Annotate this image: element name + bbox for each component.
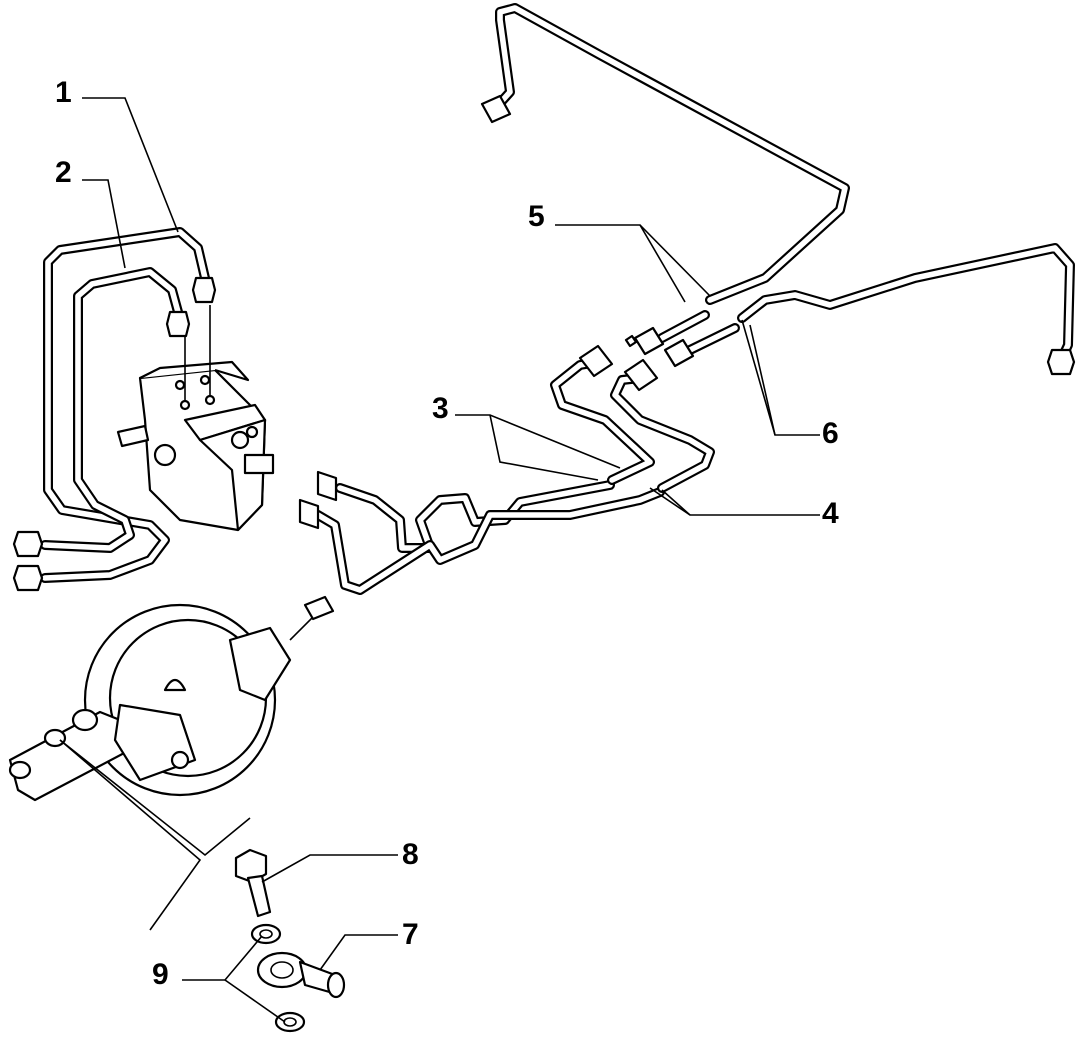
- callout-9: 9: [152, 958, 169, 991]
- leader-lines: [59, 97, 820, 1023]
- pipe-5: [487, 3, 850, 305]
- pipe-6: [737, 243, 1075, 363]
- callout-1: 1: [55, 76, 72, 109]
- callout-4: 4: [822, 497, 839, 530]
- pipe-stub-5: [624, 310, 710, 356]
- callout-6: 6: [822, 417, 839, 450]
- callout-8: 8: [402, 838, 419, 871]
- banjo-union: [256, 951, 346, 999]
- hydraulic-modulator: [116, 305, 275, 532]
- brake-booster: [83, 595, 335, 797]
- pipe-1: [40, 227, 210, 583]
- callout-3: 3: [432, 392, 449, 425]
- pipe-2: [40, 267, 183, 553]
- callout-2: 2: [55, 156, 72, 189]
- pipe-nuts: [12, 94, 1076, 592]
- pipe-3: [335, 357, 655, 553]
- callout-5: 5: [528, 200, 545, 233]
- banjo-bolt: [234, 848, 272, 918]
- callout-7: 7: [402, 918, 419, 951]
- callout-labels: 1 2 3 4 5 6 7 8 9: [55, 76, 839, 991]
- pipe-stub-6: [663, 323, 740, 368]
- pipe-4: [313, 373, 715, 595]
